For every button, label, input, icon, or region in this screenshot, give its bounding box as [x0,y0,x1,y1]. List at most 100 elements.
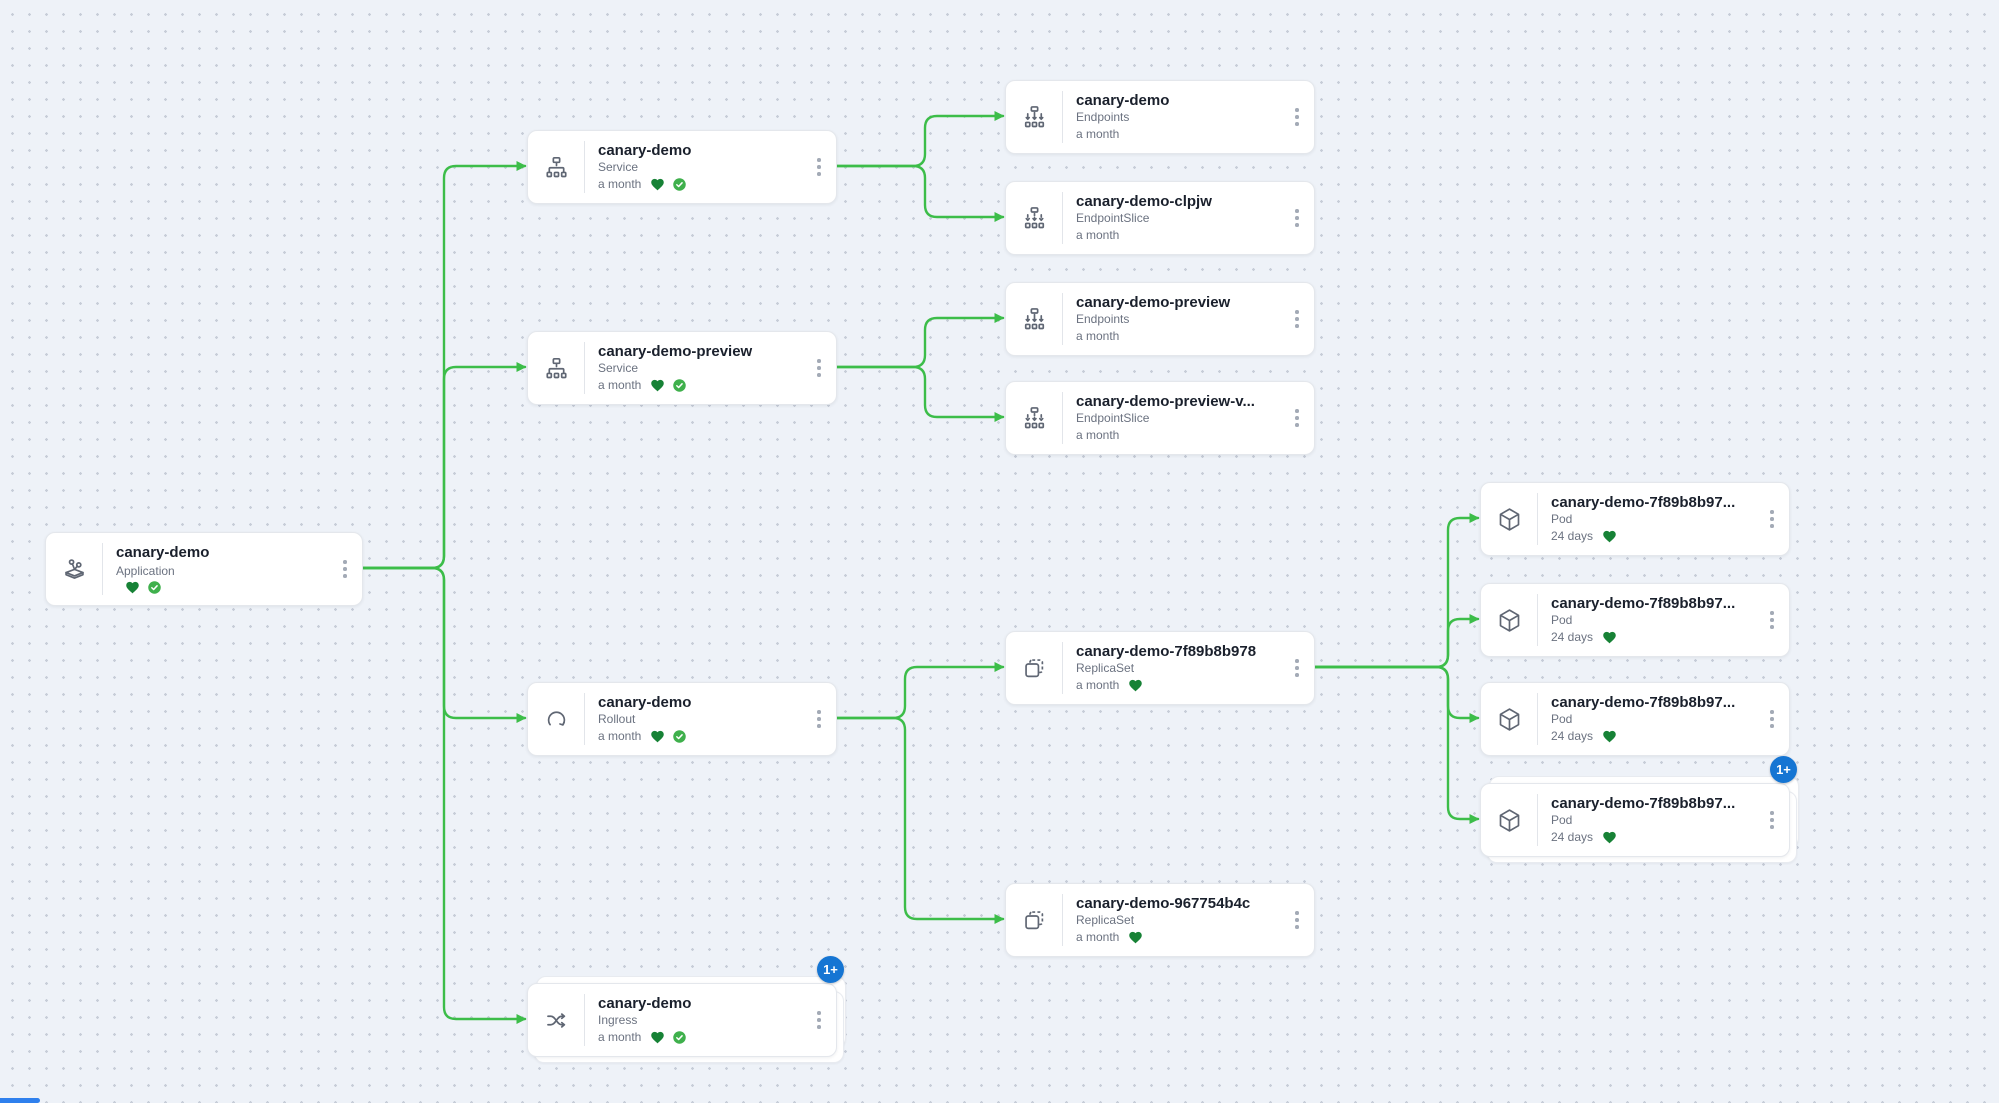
resource-node-rollout-canary-demo[interactable]: canary-demo Rollout a month [527,682,837,756]
resource-kind-label: Service [598,160,639,174]
resource-card[interactable]: canary-demo-7f89b8b97... Pod 24 days [1480,583,1790,657]
rollout-icon [528,683,584,755]
edge-replicaset-canary-demo-7f89b8b978-to-pod-canary-demo-1 [1313,513,1480,669]
node-menu-button[interactable] [802,683,836,755]
healthy-status-icon [650,378,665,393]
edge-service-canary-demo-to-endpoints-canary-demo [835,111,1005,168]
resource-name: canary-demo [598,694,692,710]
resource-name: canary-demo-7f89b8b97... [1551,595,1736,611]
resource-card[interactable]: canary-demo-967754b4c ReplicaSet a month [1005,883,1315,957]
resource-age: a month [1076,329,1120,343]
resource-card[interactable]: canary-demo-7f89b8b978 ReplicaSet a mont… [1005,631,1315,705]
resource-node-service-canary-demo[interactable]: canary-demo Service a month [527,130,837,204]
service-icon [528,131,584,203]
node-menu-button[interactable] [802,131,836,203]
node-menu-button[interactable] [1280,382,1314,454]
kebab-menu-icon [1770,811,1774,829]
resource-node-application-canary-demo[interactable]: canary-demo Application [45,532,363,606]
healthy-status-icon [1602,630,1617,645]
synced-status-icon [672,177,687,192]
kebab-menu-icon [1295,209,1299,227]
endpointslice-icon [1006,182,1062,254]
resource-node-service-canary-demo-preview[interactable]: canary-demo-preview Service a month [527,331,837,405]
node-menu-button[interactable] [1280,884,1314,956]
resource-node-replicaset-canary-demo-7f89b8b978[interactable]: canary-demo-7f89b8b978 ReplicaSet a mont… [1005,631,1315,705]
endpoints-icon [1006,283,1062,355]
health-status-icons [1602,729,1617,744]
resource-node-pod-canary-demo-3[interactable]: canary-demo-7f89b8b97... Pod 24 days [1480,682,1790,756]
resource-node-pod-canary-demo-4[interactable]: canary-demo-7f89b8b97... Pod 24 days 1+ [1480,756,1797,857]
kebab-menu-icon [1770,710,1774,728]
resource-node-endpointslice-canary-demo-clpjw[interactable]: canary-demo-clpjw EndpointSlice a month [1005,181,1315,255]
resource-age: a month [598,177,642,191]
group-count-badge[interactable]: 1+ [1770,756,1797,783]
resource-kind-label: Pod [1551,613,1573,627]
node-menu-button[interactable] [1755,584,1789,656]
edge-replicaset-canary-demo-7f89b8b978-to-pod-canary-demo-2 [1313,614,1480,669]
resource-node-endpoints-canary-demo-preview[interactable]: canary-demo-preview Endpoints a month [1005,282,1315,356]
health-status-icons [125,580,162,595]
application-icon [46,533,102,605]
resource-kind-label: Endpoints [1076,312,1130,326]
resource-card[interactable]: canary-demo Rollout a month [527,682,837,756]
node-menu-button[interactable] [1280,81,1314,153]
resource-card[interactable]: canary-demo-preview Service a month [527,331,837,405]
resource-card[interactable]: canary-demo Endpoints a month [1005,80,1315,154]
edge-replicaset-canary-demo-7f89b8b978-to-pod-canary-demo-4 [1313,665,1480,824]
resource-node-pod-canary-demo-1[interactable]: canary-demo-7f89b8b97... Pod 24 days [1480,482,1790,556]
node-menu-button[interactable] [328,533,362,605]
resource-card[interactable]: canary-demo-preview-v... EndpointSlice a… [1005,381,1315,455]
node-menu-button[interactable] [802,332,836,404]
resource-kind-label: Service [598,361,639,375]
synced-status-icon [672,1030,687,1045]
resource-name: canary-demo-clpjw [1076,193,1212,209]
resource-name: canary-demo [116,544,210,561]
health-status-icons [1128,678,1143,693]
resource-age: a month [598,378,642,392]
healthy-status-icon [1128,930,1143,945]
resource-node-ingress-canary-demo[interactable]: canary-demo Ingress a month 1+ [527,956,844,1057]
node-menu-button[interactable] [1755,683,1789,755]
group-count-badge[interactable]: 1+ [817,956,844,983]
resource-card[interactable]: canary-demo-clpjw EndpointSlice a month [1005,181,1315,255]
node-menu-button[interactable] [1755,483,1789,555]
edge-service-canary-demo-preview-to-endpointslice-canary-demo-preview-v [835,365,1005,422]
node-menu-button[interactable] [1280,632,1314,704]
health-status-icons [1128,930,1143,945]
pod-icon [1481,784,1537,856]
resource-card[interactable]: canary-demo Ingress a month [527,983,837,1057]
node-menu-button[interactable] [1280,182,1314,254]
resource-card[interactable]: canary-demo-7f89b8b97... Pod 24 days [1480,682,1790,756]
endpoints-icon [1006,81,1062,153]
horizontal-scrollbar-thumb[interactable] [0,1098,40,1103]
resource-node-pod-canary-demo-2[interactable]: canary-demo-7f89b8b97... Pod 24 days [1480,583,1790,657]
resource-card[interactable]: canary-demo-preview Endpoints a month [1005,282,1315,356]
edge-rollout-canary-demo-to-replicaset-canary-demo-967754b4c [835,716,1005,924]
pod-icon [1481,584,1537,656]
resource-node-endpoints-canary-demo[interactable]: canary-demo Endpoints a month [1005,80,1315,154]
health-status-icons [1602,529,1617,544]
resource-node-replicaset-canary-demo-967754b4c[interactable]: canary-demo-967754b4c ReplicaSet a month [1005,883,1315,957]
resource-kind-label: Rollout [598,712,636,726]
node-menu-button[interactable] [1755,784,1789,856]
resource-card[interactable]: canary-demo-7f89b8b97... Pod 24 days [1480,783,1790,857]
resource-card[interactable]: canary-demo Service a month [527,130,837,204]
resource-card[interactable]: canary-demo-7f89b8b97... Pod 24 days [1480,482,1790,556]
kebab-menu-icon [817,359,821,377]
healthy-status-icon [650,729,665,744]
kebab-menu-icon [1770,510,1774,528]
edge-service-canary-demo-to-endpointslice-canary-demo-clpjw [835,164,1005,222]
health-status-icons [650,378,687,393]
kebab-menu-icon [817,158,821,176]
endpointslice-icon [1006,382,1062,454]
resource-kind-label: ReplicaSet [1076,661,1135,675]
healthy-status-icon [650,1030,665,1045]
node-menu-button[interactable] [1280,283,1314,355]
resource-card[interactable]: canary-demo Application [45,532,363,606]
edge-service-canary-demo-preview-to-endpoints-canary-demo-preview [835,313,1005,369]
kebab-menu-icon [1295,108,1299,126]
resource-node-endpointslice-canary-demo-preview-v[interactable]: canary-demo-preview-v... EndpointSlice a… [1005,381,1315,455]
node-menu-button[interactable] [802,984,836,1056]
resource-kind-label: Application [116,564,175,578]
